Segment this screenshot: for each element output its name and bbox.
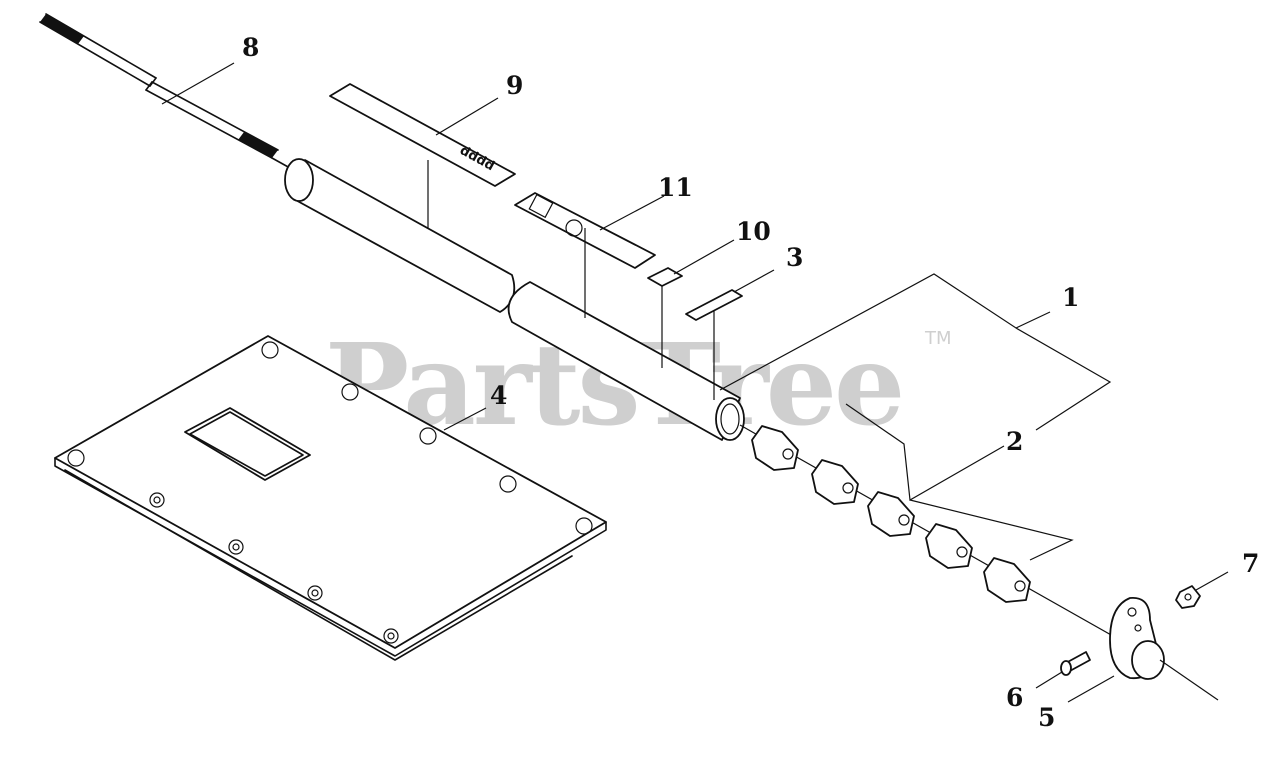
callouts: 8 9 11 10 3 1 2 4 7 6 5 bbox=[242, 33, 1259, 732]
part-11-label bbox=[514, 192, 656, 318]
callout-2: 2 bbox=[1006, 427, 1023, 456]
part-4-board bbox=[54, 335, 607, 661]
callout-5: 5 bbox=[1038, 703, 1055, 732]
part-8-threaded-rod bbox=[39, 13, 291, 169]
callout-11: 11 bbox=[658, 173, 693, 202]
callout-1: 1 bbox=[1062, 283, 1079, 312]
callout-3: 3 bbox=[786, 243, 803, 272]
watermark-trademark: TM bbox=[924, 328, 952, 349]
part-7-nut bbox=[1175, 585, 1201, 609]
part-3-label bbox=[685, 289, 743, 400]
callout-4: 4 bbox=[490, 381, 507, 410]
callout-6: 6 bbox=[1006, 683, 1023, 712]
part-5-clamp bbox=[1109, 597, 1219, 701]
callout-7: 7 bbox=[1242, 549, 1259, 578]
callout-8: 8 bbox=[242, 33, 259, 62]
callout-10: 10 bbox=[736, 217, 771, 246]
part-9-tube: dddd bbox=[284, 83, 745, 441]
part-10-label bbox=[647, 267, 683, 368]
part-9-label-strip bbox=[329, 83, 516, 187]
callout-9: 9 bbox=[506, 71, 523, 100]
leader-lines bbox=[161, 62, 1229, 703]
part-2-bushings bbox=[739, 424, 1121, 641]
part-6-screw bbox=[1060, 651, 1091, 676]
